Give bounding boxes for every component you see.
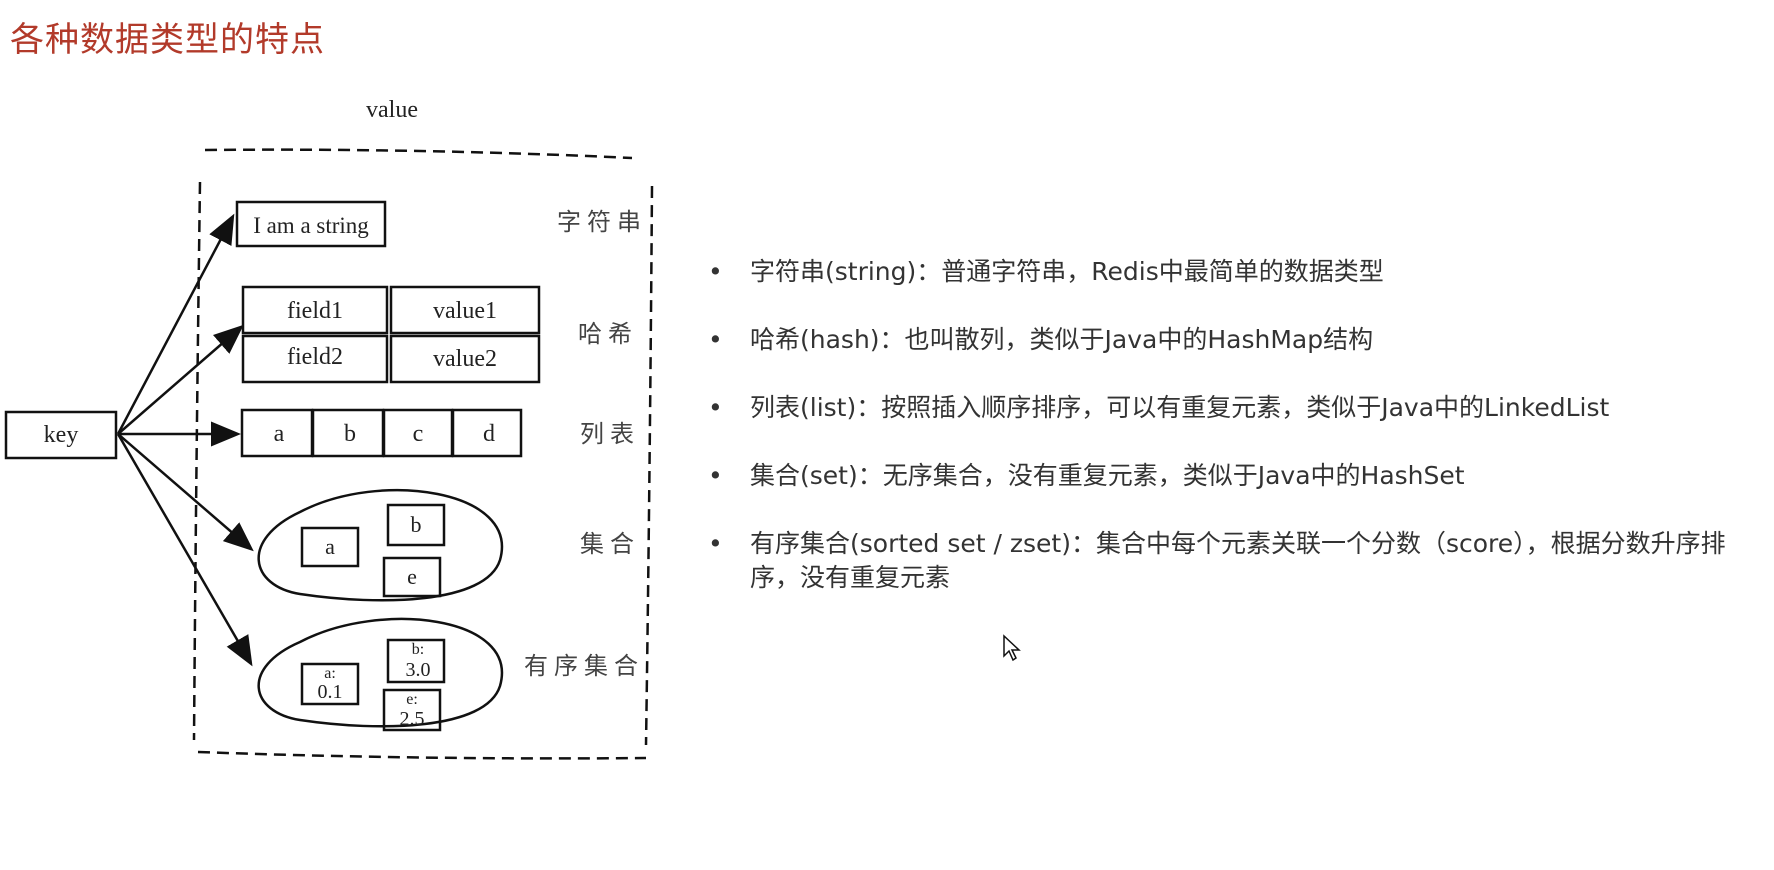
string-box: I am a string	[235, 200, 387, 248]
string-value: I am a string	[253, 213, 369, 238]
hash-field-2: field2	[287, 344, 343, 370]
hash-field-1: field1	[287, 298, 343, 324]
key-box: key	[4, 410, 118, 460]
list-item: b	[344, 421, 356, 447]
hash-value-2: value2	[433, 346, 497, 372]
arrow-to-zset	[116, 433, 253, 667]
hash-type-label: 哈希	[578, 321, 638, 348]
list-item: d	[483, 421, 495, 447]
set-item: b	[411, 512, 422, 537]
value-dashed-border	[192, 148, 654, 760]
key-label: key	[44, 422, 79, 448]
set-ellipse: a b e	[257, 488, 504, 602]
data-type-bullet-list: 字符串(string)：普通字符串，Redis中最简单的数据类型 哈希(hash…	[708, 255, 1758, 629]
key-arrows	[116, 213, 254, 667]
arrow-to-string	[116, 213, 235, 435]
bullet-string: 字符串(string)：普通字符串，Redis中最简单的数据类型	[708, 255, 1758, 289]
zset-ellipse: a: 0.1 b: 3.0 e: 2.5	[257, 617, 504, 732]
redis-data-types-diagram: value key I am a string 字符串 field1 value…	[4, 97, 654, 760]
zset-member: e:	[406, 691, 418, 708]
bullet-hash: 哈希(hash)：也叫散列，类似于Java中的HashMap结构	[708, 323, 1758, 357]
list-cells: a b c d	[240, 408, 523, 458]
set-item: e	[407, 564, 417, 589]
slide-title: 各种数据类型的特点	[10, 20, 325, 60]
arrow-to-hash	[117, 324, 244, 435]
list-type-label: 列表	[580, 421, 640, 448]
value-label: value	[366, 97, 418, 123]
zset-type-label: 有序集合	[524, 653, 644, 680]
set-item: a	[325, 534, 335, 559]
zset-member: a:	[324, 665, 336, 682]
string-type-label: 字符串	[557, 209, 647, 236]
zset-score: 2.5	[400, 708, 425, 730]
mouse-pointer-icon	[1003, 634, 1021, 662]
bullet-zset: 有序集合(sorted set / zset)：集合中每个元素关联一个分数（sc…	[708, 527, 1758, 595]
set-type-label: 集合	[580, 531, 640, 558]
list-item: c	[413, 421, 424, 447]
arrow-to-set	[117, 433, 254, 552]
bullet-list: 列表(list)：按照插入顺序排序，可以有重复元素，类似于Java中的Linke…	[708, 391, 1758, 425]
zset-score: 3.0	[406, 659, 431, 681]
hash-table: field1 value1 field2 value2	[241, 285, 541, 384]
hash-value-1: value1	[433, 298, 497, 324]
zset-member: b:	[412, 641, 424, 658]
bullet-set: 集合(set)：无序集合，没有重复元素，类似于Java中的HashSet	[708, 459, 1758, 493]
zset-score: 0.1	[318, 681, 343, 703]
list-item: a	[274, 421, 285, 447]
